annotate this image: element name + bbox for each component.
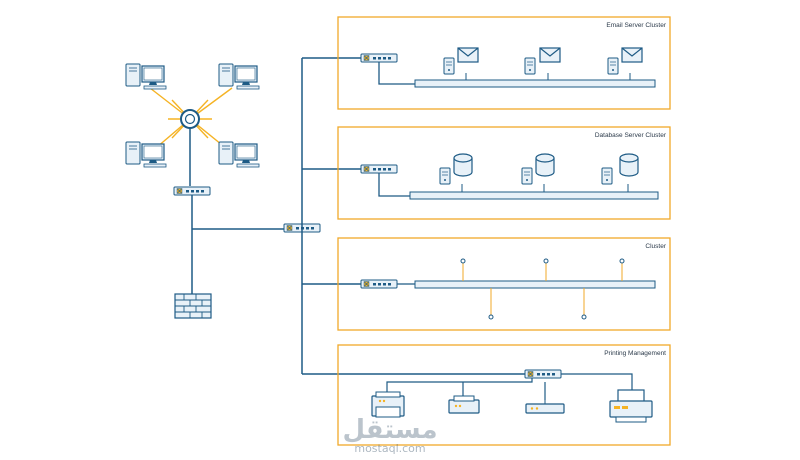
database-bus xyxy=(409,191,659,200)
printer-icon xyxy=(448,395,480,414)
email-cluster-frame xyxy=(337,16,671,110)
database-cluster-label: Database Server Cluster xyxy=(595,132,667,139)
cluster-node-point xyxy=(581,314,587,320)
firewall-icon xyxy=(174,293,212,319)
cluster-bus xyxy=(414,280,656,289)
network-hub-icon xyxy=(180,109,200,129)
printer-links xyxy=(386,373,633,400)
network-switch-icon xyxy=(360,53,398,63)
desktop-computer-icon xyxy=(125,141,167,168)
printing-cluster-frame xyxy=(337,344,671,446)
email-server-icon xyxy=(607,47,643,80)
backbone-lines xyxy=(301,57,525,375)
printing-cluster-label: Printing Management xyxy=(604,350,666,357)
network-switch-icon xyxy=(360,279,398,289)
cluster-label: Cluster xyxy=(645,243,666,250)
desktop-computer-icon xyxy=(125,63,167,90)
watermark-arabic: مستقل xyxy=(342,415,437,445)
cluster-frame xyxy=(337,237,671,331)
cluster-node xyxy=(462,262,623,316)
cluster-node-point xyxy=(619,258,625,264)
database-server-icon xyxy=(439,153,473,192)
email-cluster-label: Email Server Cluster xyxy=(606,22,666,29)
network-switch-icon xyxy=(173,186,211,196)
network-switch-icon xyxy=(524,369,562,379)
printer-icon xyxy=(371,391,405,418)
printer-icon xyxy=(609,389,653,423)
cluster-node-point xyxy=(488,314,494,320)
database-server-icon xyxy=(601,153,639,192)
router-icon xyxy=(525,397,565,414)
cluster-node-point xyxy=(543,258,549,264)
watermark-logo: مستقل mostaql.com xyxy=(342,415,437,455)
database-cluster-frame xyxy=(337,126,671,220)
cluster-node-point xyxy=(460,258,466,264)
desktop-computer-icon xyxy=(218,141,260,168)
watermark-latin: mostaql.com xyxy=(354,442,425,455)
email-server-icon xyxy=(443,47,479,80)
email-bus xyxy=(414,79,656,88)
email-server-icon xyxy=(524,47,561,80)
network-switch-icon xyxy=(360,164,398,174)
desktop-computer-icon xyxy=(218,63,260,90)
database-server-icon xyxy=(521,153,555,192)
